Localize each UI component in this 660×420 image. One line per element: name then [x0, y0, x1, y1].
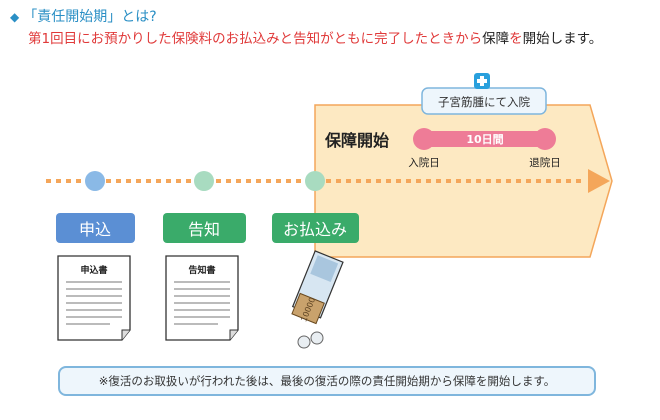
hospital-days-label: 10日間 [466, 133, 503, 146]
step-disclosure-box [163, 213, 246, 243]
disclosure-form-title: 告知書 [188, 264, 215, 276]
step-application-box [56, 213, 135, 243]
timeline-node-disclosure [194, 171, 214, 191]
explanation-dark-text-2: 開始します。 [522, 31, 603, 47]
heading-text: 「責任開始期」とは? [23, 9, 157, 25]
step-payment: お払込み [272, 213, 359, 243]
timeline-node-payment [305, 171, 325, 191]
coin-icon [310, 331, 324, 345]
step-payment-box [272, 213, 359, 243]
discharge-node [534, 128, 556, 150]
reinstatement-note-text: ※復活のお取扱いが行われた後は、最後の復活の際の責任開始期から保障を開始します。 [98, 374, 556, 388]
step-disclosure-label: 告知 [188, 220, 220, 239]
coin-icon [297, 335, 311, 349]
hospital-stay-bar [426, 131, 544, 147]
application-form-document: 申込書 [57, 255, 131, 341]
step-application-label: 申込 [79, 220, 111, 239]
explanation-red-text: 第1回目にお預かりした保険料のお払込みと告知がともに完了したときから [28, 31, 483, 47]
explanation-line: 第1回目にお預かりした保険料のお払込みと告知がともに完了したときから保障を開始し… [28, 27, 602, 47]
page-heading: ◆「責任開始期」とは? [10, 6, 157, 26]
step-payment-label: お払込み [283, 220, 347, 239]
medical-cross-icon [474, 73, 490, 89]
reinstatement-note: ※復活のお取扱いが行われた後は、最後の復活の際の責任開始期から保障を開始します。 [58, 366, 596, 396]
payment-envelope-icon: 10000 [291, 250, 344, 349]
application-form-title: 申込書 [80, 264, 107, 276]
disclosure-form-document: 告知書 [165, 255, 239, 341]
timeline-node-application [85, 171, 105, 191]
diamond-bullet-icon: ◆ [10, 10, 20, 24]
hospitalization-label: 子宮筋腫にて入院 [438, 95, 530, 109]
step-disclosure: 告知 [163, 213, 246, 243]
admission-date-label: 入院日 [408, 156, 440, 169]
timeline-dotted-line [46, 179, 581, 183]
explanation-dark-text-1: 保障 [482, 31, 510, 47]
admission-node [413, 128, 435, 150]
coverage-start-label: 保障開始 [324, 131, 389, 150]
explanation-red-text-2: を [509, 31, 523, 47]
timeline-arrowhead [588, 169, 610, 193]
discharge-date-label: 退院日 [529, 156, 561, 169]
step-application: 申込 [56, 213, 135, 243]
